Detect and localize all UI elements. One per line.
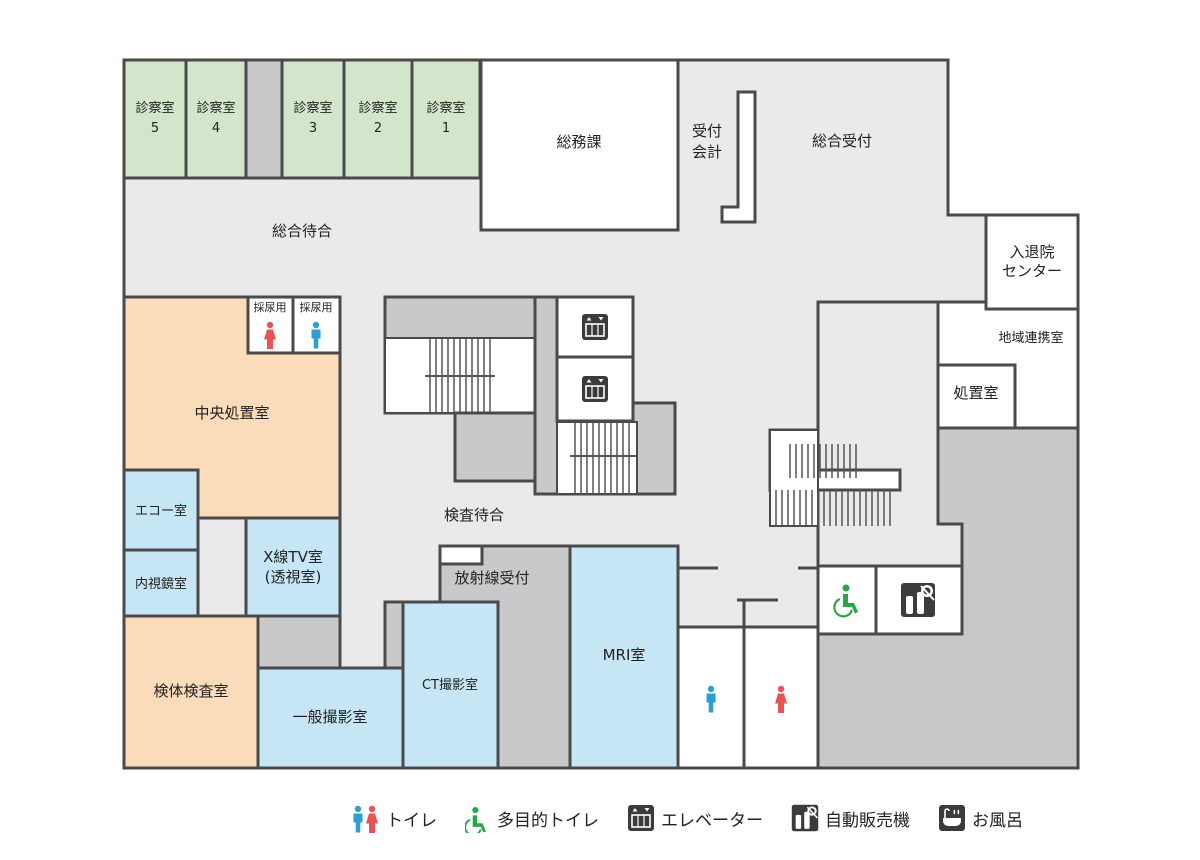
- vending-area[interactable]: [874, 564, 964, 636]
- main-reception-label: 総合受付: [812, 132, 872, 150]
- exam-room-3-label: 診察室: [293, 100, 332, 116]
- urine-collection-male-label: 採尿用: [300, 300, 333, 314]
- exam-room-2-label: 診察室: [358, 100, 397, 116]
- bath-icon: [938, 804, 966, 832]
- elevator-1-icon: [581, 313, 609, 341]
- elevator-icon: [627, 804, 655, 832]
- exam-room-1-number: 1: [442, 121, 450, 136]
- legend-accessible-toilet: 多目的トイレ: [465, 803, 599, 833]
- echo-room[interactable]: エコー室: [122, 468, 200, 552]
- accessible-toilet-icon: [833, 584, 858, 618]
- central-stair-steps-lower: [570, 422, 637, 494]
- exam-waiting-label: 検査待合: [444, 506, 504, 524]
- admission-center[interactable]: 入退院 センター: [984, 213, 1080, 311]
- endoscopy-room[interactable]: 内視鏡室: [122, 548, 200, 618]
- mri-room-label: MRI室: [603, 646, 646, 664]
- exam-room-4-number: 4: [212, 121, 220, 136]
- exam-room-1-label: 診察室: [426, 100, 465, 116]
- legend-bath-label: お風呂: [972, 810, 1023, 831]
- accessible-toilet-icon: [465, 803, 491, 833]
- toilet-partitions: [678, 566, 818, 627]
- vending-machine-icon: [791, 804, 819, 832]
- map-legend: トイレ 多目的トイレ エレベーター 自動販売機: [350, 800, 1023, 836]
- radiology-reception-label: 放射線受付: [454, 569, 529, 587]
- female-toilet[interactable]: [742, 625, 820, 770]
- regional-liaison-label: 地域連携室: [998, 330, 1063, 346]
- vending-machine-icon: [900, 582, 936, 618]
- legend-elevator: エレベーター: [627, 804, 763, 832]
- utility-space: [244, 58, 284, 180]
- toilet-icon: [350, 803, 380, 833]
- urine-collection-female[interactable]: 採尿用: [246, 295, 295, 355]
- admission-center-label-2: センター: [1002, 262, 1062, 280]
- specimen-lab[interactable]: 検体検査室: [122, 614, 260, 770]
- accessible-toilet[interactable]: [816, 564, 878, 636]
- reception-counter: [720, 90, 757, 224]
- elevator-2-icon: [581, 375, 609, 403]
- general-radiography-label: 一般撮影室: [292, 708, 367, 726]
- male-toilet[interactable]: [676, 625, 746, 770]
- legend-toilet: トイレ: [350, 803, 437, 833]
- legend-vending-machine-label: 自動販売機: [825, 810, 910, 831]
- utility-space-2: [256, 614, 342, 670]
- reception-cashier-label-1: 受付: [692, 122, 722, 140]
- right-stair-steps: [775, 444, 891, 526]
- main-waiting-label: 総合待合: [272, 222, 332, 240]
- urine-collection-male[interactable]: 採尿用: [291, 295, 342, 355]
- legend-bath: お風呂: [938, 804, 1023, 832]
- mri-room[interactable]: MRI室: [568, 544, 680, 770]
- exam-room-3-number: 3: [309, 121, 317, 136]
- specimen-lab-label: 検体検査室: [153, 682, 228, 700]
- admission-center-label-1: 入退院: [1009, 243, 1054, 261]
- xray-tv-room[interactable]: X線TV室 (透視室): [244, 516, 342, 618]
- reception-cashier-label-2: 会計: [692, 143, 722, 161]
- treatment-room-label: 処置室: [953, 384, 998, 402]
- general-affairs-label: 総務課: [556, 133, 601, 151]
- central-treatment-label: 中央処置室: [194, 404, 269, 422]
- radiology-counter: [438, 544, 484, 566]
- general-radiography-room[interactable]: 一般撮影室: [256, 666, 405, 770]
- exam-room-5[interactable]: 診察室 5: [122, 58, 188, 180]
- utility-space-3: [383, 600, 405, 670]
- legend-vending-machine: 自動販売機: [791, 804, 910, 832]
- exam-room-2-number: 2: [374, 121, 382, 136]
- central-stair-steps-upper: [425, 338, 495, 413]
- exam-room-3[interactable]: 診察室 3: [280, 58, 346, 180]
- urine-collection-female-label: 採尿用: [254, 300, 287, 314]
- legend-elevator-label: エレベーター: [661, 810, 763, 831]
- endoscopy-room-label: 内視鏡室: [135, 576, 187, 592]
- treatment-room[interactable]: 処置室: [936, 363, 1017, 430]
- general-affairs-room[interactable]: 総務課: [479, 58, 680, 232]
- xray-tv-label-1: X線TV室: [263, 548, 323, 566]
- central-staircase-lower: [556, 421, 638, 495]
- ct-room-label: CT撮影室: [422, 677, 478, 693]
- exam-room-1[interactable]: 診察室 1: [410, 58, 482, 180]
- exam-room-4[interactable]: 診察室 4: [184, 58, 248, 180]
- legend-accessible-toilet-label: 多目的トイレ: [497, 810, 599, 831]
- exam-room-2[interactable]: 診察室 2: [342, 58, 414, 180]
- stair-landing: [453, 411, 537, 483]
- ct-room[interactable]: CT撮影室: [401, 600, 500, 770]
- exam-room-4-label: 診察室: [196, 100, 235, 116]
- floor-map: 診察室 5 診察室 4 診察室 3 診察室 2 診察室 1 総務課 受付 会計 …: [122, 58, 1080, 770]
- exam-room-5-number: 5: [151, 121, 159, 136]
- xray-tv-label-2: (透視室): [265, 568, 322, 586]
- legend-toilet-label: トイレ: [386, 810, 437, 831]
- exam-room-5-label: 診察室: [135, 100, 174, 116]
- echo-room-label: エコー室: [135, 503, 187, 519]
